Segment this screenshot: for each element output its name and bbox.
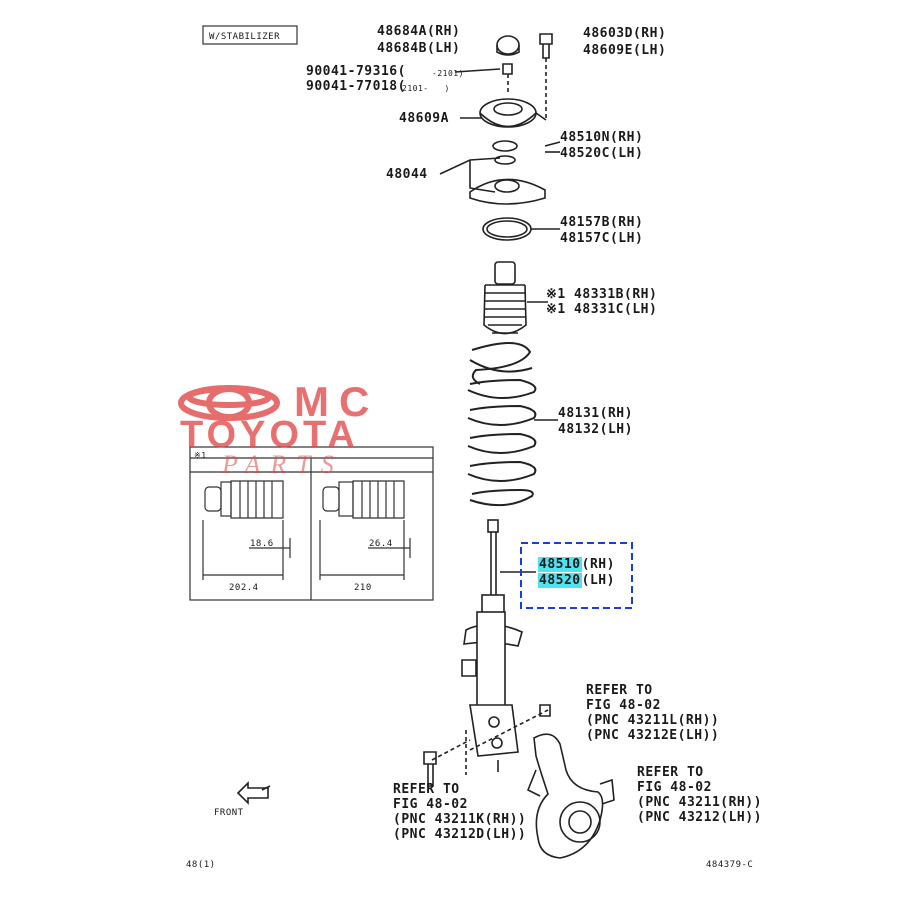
stabilizer-tag-box [202,25,298,45]
label-48331c: ※1 48331C(LH) [546,302,658,317]
dust-seal [494,155,516,165]
watermark-parts: PARTS [222,450,344,479]
ref-upper-3: (PNC 43211L(RH)) [586,713,720,728]
label-48684b: 48684B(LH) [377,41,461,56]
stabilizer-tag: W/STABILIZER [209,32,281,42]
label-bolt-1-date: -2101) [432,69,464,78]
label-48331b: ※1 48331B(RH) [546,287,658,302]
label-48603d: 48603D(RH) [583,26,667,41]
ref-lower-right-4: (PNC 43212(LH)) [637,810,762,825]
bearing-ring [492,140,518,152]
label-48131: 48131(RH) [558,406,633,421]
part-number-48510: 48510 [538,557,582,572]
ref-upper-4: (PNC 43212E(LH)) [586,728,720,743]
label-48157c: 48157C(LH) [560,231,644,246]
inset-left-dim-small: 18.6 [250,539,274,549]
ref-lower-right-2: FIG 48-02 [637,780,712,795]
label-48684a: 48684A(RH) [377,24,461,39]
bump-stopper [483,261,527,335]
knuckle-nut [539,704,551,717]
page-code-right: 484379-C [706,860,754,870]
label-48044: 48044 [386,167,428,182]
label-48609e: 48609E(LH) [583,43,667,58]
side-rh: (RH) [581,557,615,572]
coil-spring [467,341,537,507]
steering-knuckle [526,733,615,859]
ref-upper-2: FIG 48-02 [586,698,661,713]
label-bolt-1: 90041-79316( [306,64,406,79]
label-48510n: 48510N(RH) [560,130,644,145]
label-48132: 48132(LH) [558,422,633,437]
ref-lower-left-1: REFER TO [393,782,460,797]
knuckle-bolt [423,751,437,787]
part-number-48520: 48520 [538,573,582,588]
inset-right-dim-total: 210 [354,583,372,593]
small-bolt [502,63,513,75]
label-bolt-2: 90041-77018( [306,79,406,94]
watermark-toyota: TOYOTA [180,414,359,456]
upper-support-48609A [479,98,547,128]
inset-box [189,446,434,601]
label-48520c: 48520C(LH) [560,146,644,161]
shock-absorber [461,519,523,772]
highlight-box [520,542,633,609]
page-code-left: 48(1) [186,860,216,870]
ref-lower-left-4: (PNC 43212D(LH)) [393,827,527,842]
label-48510: 48510(RH) [538,557,615,572]
ref-lower-left-3: (PNC 43211K(RH)) [393,812,527,827]
ref-upper-1: REFER TO [586,683,653,698]
ref-lower-right-1: REFER TO [637,765,704,780]
label-48520: 48520(LH) [538,573,615,588]
inset-note: ※1 [194,451,207,460]
label-48157b: 48157B(RH) [560,215,644,230]
side-lh: (LH) [581,573,615,588]
label-bolt-2-date: 2101- ) [402,84,450,93]
front-label: FRONT [214,808,244,818]
inset-boot-left [202,480,291,580]
inset-boot-right [319,480,411,580]
inset-left-dim-total: 202.4 [229,583,259,593]
inset-right-dim-small: 26.4 [369,539,393,549]
label-48609a: 48609A [399,111,449,126]
ref-lower-right-3: (PNC 43211(RH)) [637,795,762,810]
ref-lower-left-2: FIG 48-02 [393,797,468,812]
front-arrow [236,781,269,805]
watermark-mc: MC [294,378,380,425]
spring-seat-48044 [469,178,546,205]
